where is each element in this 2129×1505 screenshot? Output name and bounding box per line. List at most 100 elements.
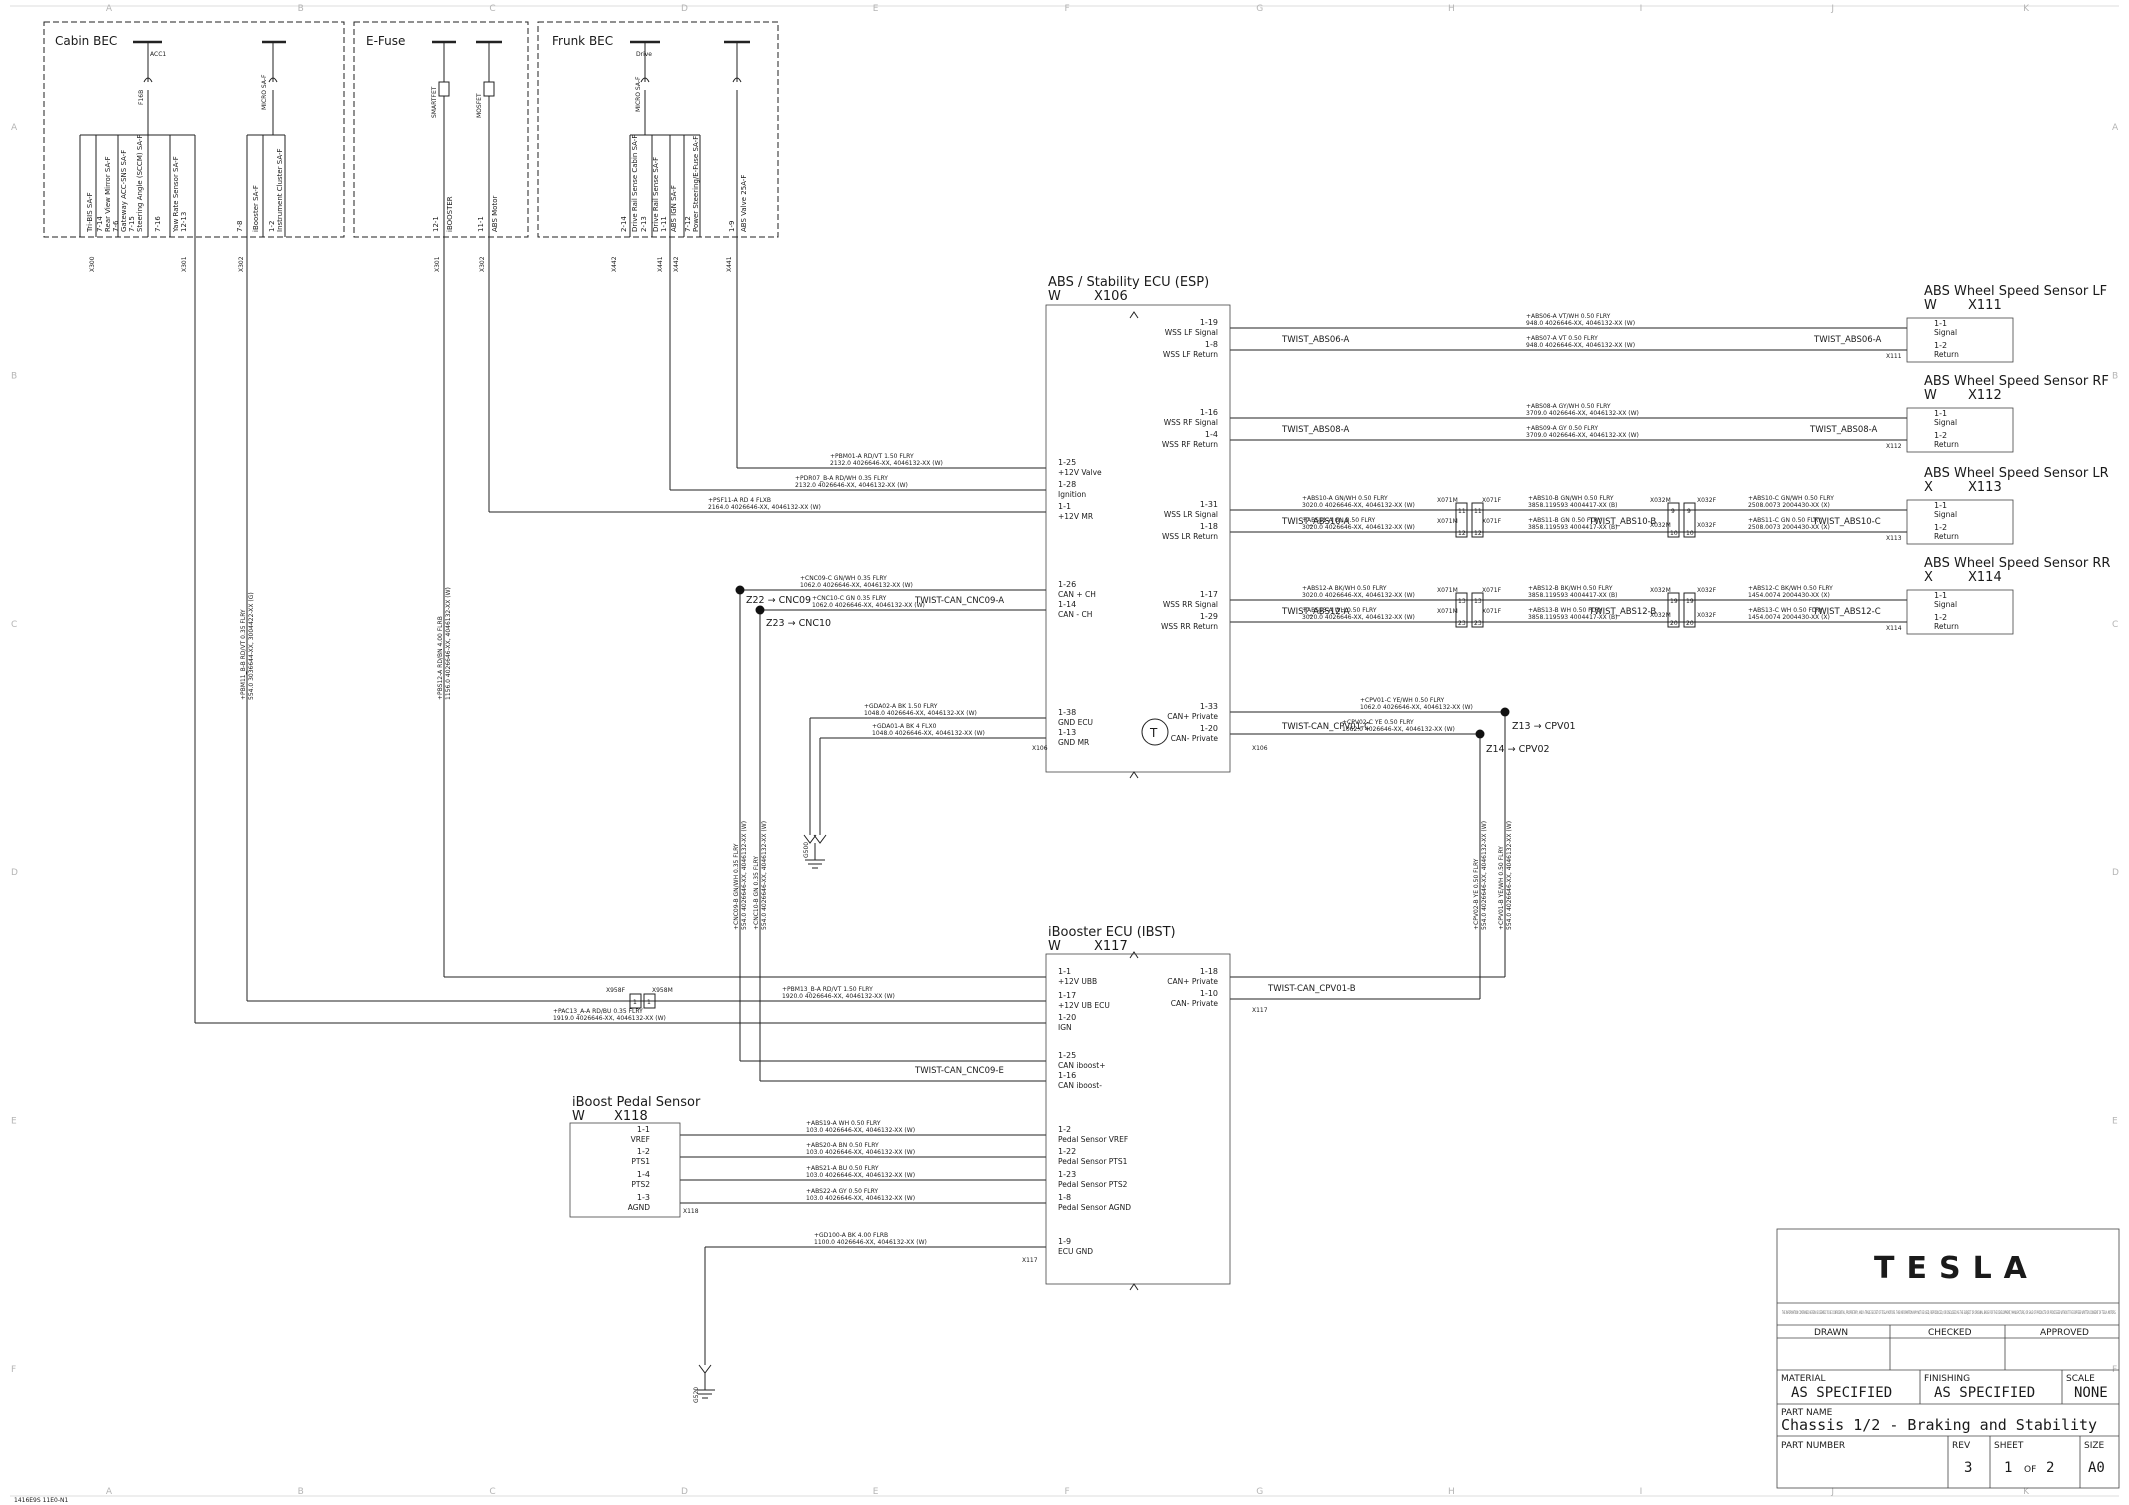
pin-num: 10 [1670,530,1678,537]
circuit-label: Power Steering/E-Fuse SA-F [692,136,700,232]
pin-number: 1-18 [1200,967,1218,976]
pin-label: Pedal Sensor PTS2 [1058,1180,1128,1189]
grid-column-label: A [106,1487,113,1497]
wire-label: 1920.0 4026646-XX, 4046132-XX (W) [782,993,895,1000]
pin-label: WSS LF Signal [1165,328,1218,337]
cabin-bec [43,21,345,238]
pin-number: 1-2 [637,1147,650,1156]
wire-label: 3709.0 4026646-XX, 4046132-XX (W) [1526,432,1639,439]
wire-label: 103.0 4026646-XX, 4046132-XX (W) [806,1172,915,1179]
pin-label: +12V Valve [1058,468,1102,477]
conn-tag: X301 [181,256,188,272]
wire-label: +CNC10-C GN 0.35 FLRY [812,595,887,602]
conn-label: X071M [1437,587,1458,594]
pin-number: 1-33 [1200,702,1218,711]
pin-number: 1-31 [1200,500,1218,509]
pin-num: 20 [1670,620,1678,627]
efuse-fuse-label: MOSFET [476,93,483,118]
conn-label: X032M [1650,497,1671,504]
pin-number: 1-1 [1934,409,1947,418]
grid-column-label: D [681,4,688,14]
grid-column-label: J [1830,4,1834,14]
grid-column-label: B [298,1487,304,1497]
wire-label: +ABS09-A GY 0.50 FLRY [1526,425,1598,432]
circuit-label: 1-9 [728,221,736,232]
pin-number: 1-17 [1200,590,1218,599]
circuit-label: 7-16 [154,216,162,232]
conn-label: X071F [1482,608,1502,615]
circuit-label: 7-8 [236,221,244,232]
wire-label: 3020.0 4026646-XX, 4046132-XX (W) [1302,502,1415,509]
wire-label: 3020.0 4026646-XX, 4046132-XX (W) [1302,592,1415,599]
twist-label: TWIST-CAN_CNC09-A [914,596,1004,606]
wire-label: +CNC09-B GN/WH 0.35 FLRY [733,843,740,930]
ecu-code: X117 [1094,939,1128,954]
conn-tag: X117 [1252,1007,1268,1014]
circuit-label: 7-15 [128,216,136,232]
sensor-box [1906,499,2014,545]
pin-number: 1-28 [1058,480,1076,489]
pin-label: CAN + CH [1058,590,1096,599]
pin-num: 19 [1686,598,1694,605]
conn-label: X958F [606,987,626,994]
wire-label: 554.0 3036644-XX, 3004422-XX (G) [248,592,255,700]
pin-label: Signal [1934,328,1957,337]
circuit-label: Drive Rail Sense Cabin SA-F [631,135,639,232]
pin-label: Return [1934,440,1959,449]
wire-label: 3709.0 4026646-XX, 4046132-XX (W) [1526,410,1639,417]
wire-label: 1919.0 4026646-XX, 4046132-XX (W) [553,1015,666,1022]
grid-column-label: C [489,4,495,14]
conn-tag: X118 [683,1208,699,1215]
wire-label: +ABS07-A VT 0.50 FLRY [1526,335,1598,342]
pin-num: 1 [647,999,651,1006]
ecu-title: iBooster ECU (IBST) [1048,925,1176,940]
pin-label: CAN - CH [1058,610,1092,619]
circuit-label: Instrument Cluster SA-F [276,148,284,232]
wire-label: +GD100-A BK 4.00 FLRB [814,1232,888,1239]
pin-label: VREF [631,1135,650,1144]
ecu-w: W [1048,939,1061,954]
wire-label: +ABS19-A WH 0.50 FLRY [806,1120,881,1127]
pin-label: GND MR [1058,738,1089,747]
sensor-title: iBoost Pedal Sensor [572,1095,701,1110]
grid-row-label: F [11,1365,16,1375]
terminator-label: T [1149,726,1158,740]
twist-label: TWIST-CAN_CPV01-C [1281,722,1370,732]
pin-number: 1-26 [1058,580,1076,589]
pin-label: Pedal Sensor VREF [1058,1135,1128,1144]
pin-label: PTS2 [631,1180,650,1189]
wire-label: +PBS12-A RD/BN 4.00 FLRB [437,616,444,700]
conn-tag: X106 [1032,745,1048,752]
pin-label: WSS RF Return [1162,440,1218,449]
pin-number: 1-3 [637,1193,650,1202]
circuit-label: 1-2 [268,221,276,232]
twist-label: TWIST-CAN_CNC09-E [914,1066,1004,1076]
wire-label: +CPV01-B YE/WH 0.50 FLRY [1498,846,1505,930]
efuse-circuit-labels: 12-1 iBOOSTER 11-1 ABS Motor [432,196,499,232]
cabin-bec-title: Cabin BEC [55,34,117,48]
twist-label: TWIST_ABS08-A [1281,425,1350,435]
ecu-w: W [1048,289,1061,304]
wire-label: 103.0 4026646-XX, 4046132-XX (W) [806,1127,915,1134]
pin-number: 1-29 [1200,612,1218,621]
rev-label: REV [1952,1441,1971,1451]
pin-number: 1-19 [1200,318,1218,327]
pin-label: Ignition [1058,490,1086,499]
wire-label: +ABS10-B GN/WH 0.50 FLRY [1528,495,1614,502]
twist-labels: TWIST_ABS06-A TWIST_ABS06-A TWIST_ABS08-… [914,335,1882,1076]
sensor-w: W [572,1109,585,1124]
pin-number: 1-10 [1200,989,1218,998]
wire-label: 2132.0 4026646-XX, 4046132-XX (W) [830,460,943,467]
wire-label: 103.0 4026646-XX, 4046132-XX (W) [806,1195,915,1202]
efuse-title: E-Fuse [366,34,405,48]
ground-label: G500 [803,842,810,858]
pin-num: 23 [1474,620,1482,627]
pin-number: 1-25 [1058,1051,1076,1060]
wire-label: 3858.119593 4004417-XX (B) [1528,502,1618,509]
sensor-title: ABS Wheel Speed Sensor LR [1924,466,2109,481]
grid-column-label: F [1065,4,1070,14]
